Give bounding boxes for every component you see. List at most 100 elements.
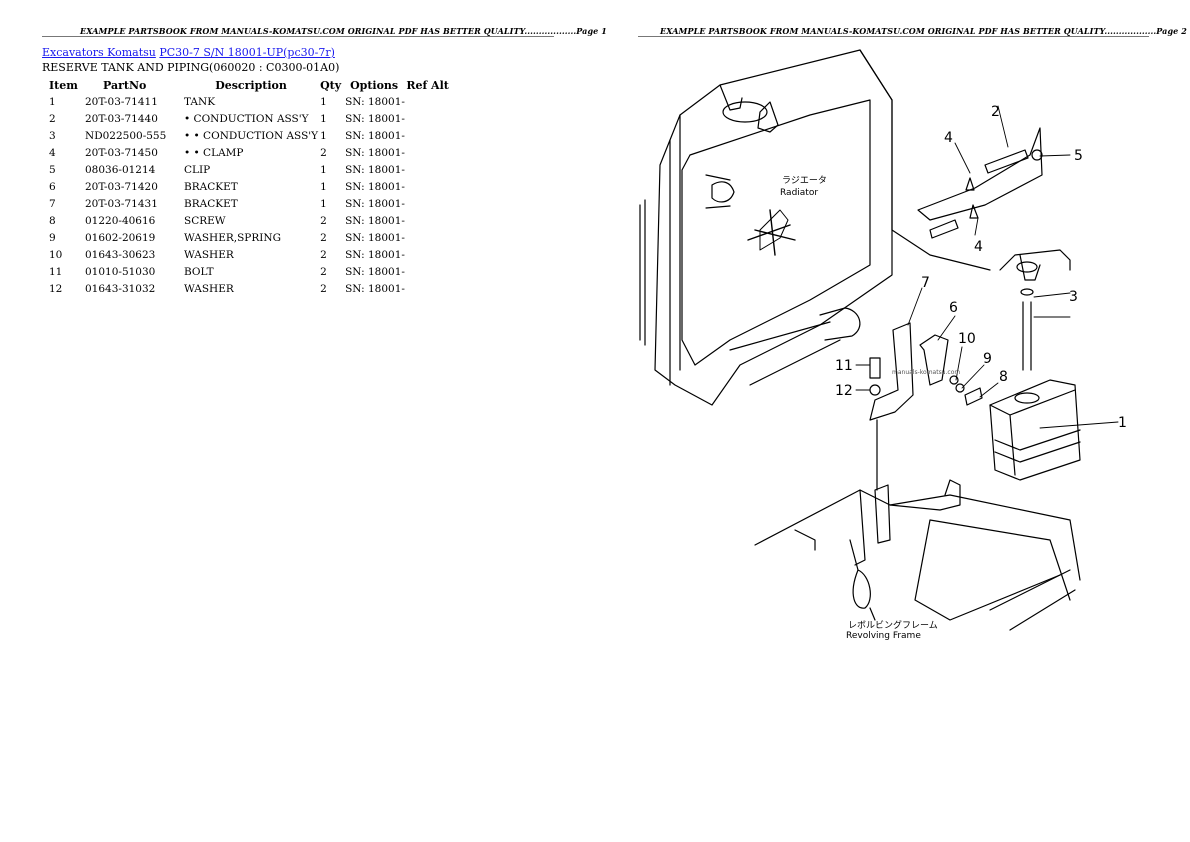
watermark-text: manuals-komatsu.com	[892, 369, 960, 376]
cell-ref-alt	[405, 212, 450, 229]
callout-6: 6	[949, 300, 958, 316]
radiator-label-en: Radiator	[780, 188, 818, 198]
cell-item: 7	[49, 197, 56, 210]
callout-1: 1	[1118, 415, 1127, 431]
cell-description: BRACKET	[184, 180, 238, 193]
cell-partno: 20T-03-71440	[85, 112, 158, 125]
cell-description: WASHER	[184, 248, 234, 261]
cell-qty: 2	[320, 146, 327, 159]
cell-description: WASHER,SPRING	[184, 231, 281, 244]
col-header-options: Options	[350, 78, 399, 92]
callout-9: 9	[983, 351, 992, 367]
col-header-partno: PartNo	[103, 78, 147, 92]
cell-qty: 2	[320, 248, 327, 261]
cell-options: SN: 18001-	[345, 95, 405, 108]
cell-ref-alt	[405, 144, 450, 161]
cell-description: • • CONDUCTION ASS'Y	[184, 129, 319, 142]
cell-item: 8	[49, 214, 56, 227]
cell-options: SN: 18001-	[345, 146, 405, 159]
callout-4a: 4	[944, 130, 953, 146]
cell-options: SN: 18001-	[345, 231, 405, 244]
header-rule-2	[638, 36, 1149, 37]
cell-item: 2	[49, 112, 56, 125]
cell-description: • CONDUCTION ASS'Y	[184, 112, 309, 125]
cell-partno: 20T-03-71450	[85, 146, 158, 159]
frame-label-jp: レボルビングフレーム	[848, 619, 938, 631]
cell-qty: 2	[320, 214, 327, 227]
cell-ref-alt	[405, 229, 450, 246]
cell-qty: 2	[320, 282, 327, 295]
cell-item: 6	[49, 180, 56, 193]
radiator-label-jp: ラジエータ	[782, 175, 827, 186]
cell-qty: 1	[320, 129, 327, 142]
page-header-1: EXAMPLE PARTSBOOK FROM MANUALS-KOMATSU.C…	[80, 26, 607, 36]
cell-options: SN: 18001-	[345, 112, 405, 125]
section-title: RESERVE TANK AND PIPING(060020 : C0300-0…	[42, 61, 340, 74]
cell-partno: 01602-20619	[85, 231, 156, 244]
cell-options: SN: 18001-	[345, 163, 405, 176]
cell-item: 1	[49, 95, 56, 108]
cell-item: 4	[49, 146, 56, 159]
leader-line	[859, 49, 991, 271]
header-rule-1	[42, 36, 554, 37]
callout-12: 12	[835, 383, 853, 399]
callout-7: 7	[921, 275, 930, 291]
cell-options: SN: 18001-	[345, 282, 405, 295]
breadcrumb-model-link[interactable]: PC30-7 S/N 18001-UP(pc30-7r)	[159, 46, 335, 59]
cell-options: SN: 18001-	[345, 129, 405, 142]
cell-description: SCREW	[184, 214, 226, 227]
page-header-2: EXAMPLE PARTSBOOK FROM MANUALS-KOMATSU.C…	[660, 26, 1187, 36]
cell-ref-alt	[405, 246, 450, 263]
callout-2: 2	[991, 104, 1000, 120]
cell-qty: 2	[320, 231, 327, 244]
cell-qty: 1	[320, 112, 327, 125]
col-header-ref-alt: Ref Alt	[406, 78, 449, 92]
cell-ref-alt	[405, 263, 450, 280]
cell-partno: 01010-51030	[85, 265, 156, 278]
table-row: 2 20T-03-71440 • CONDUCTION ASS'Y 1 SN: 1800…	[42, 110, 450, 127]
conduction-assembly-drawing	[917, 127, 1071, 371]
cell-description: • • CLAMP	[184, 146, 244, 159]
cell-qty: 1	[320, 197, 327, 210]
cell-ref-alt	[405, 127, 450, 144]
frame-label-en: Revolving Frame	[846, 631, 921, 641]
parts-table: Item PartNo Description Qty Options Ref …	[42, 77, 450, 297]
cell-item: 11	[49, 265, 63, 278]
cell-partno: 20T-03-71431	[85, 197, 158, 210]
callout-11: 11	[835, 358, 853, 374]
cell-ref-alt	[405, 195, 450, 212]
callout-8: 8	[999, 369, 1008, 385]
cell-partno: 01643-31032	[85, 282, 156, 295]
brackets-drawing	[869, 322, 983, 544]
col-header-qty: Qty	[320, 78, 342, 92]
cell-item: 3	[49, 129, 56, 142]
cell-options: SN: 18001-	[345, 180, 405, 193]
callout-leaders	[855, 105, 1119, 429]
cell-description: CLIP	[184, 163, 211, 176]
callout-labels: 1 2 3 4 4 5 6 7 8 9 10 11 12	[835, 104, 1127, 431]
cell-description: BOLT	[184, 265, 214, 278]
cell-partno: ND022500-555	[85, 129, 167, 142]
cell-qty: 1	[320, 95, 327, 108]
callout-10: 10	[958, 331, 976, 347]
cell-item: 9	[49, 231, 56, 244]
cell-qty: 2	[320, 265, 327, 278]
cell-item: 5	[49, 163, 56, 176]
cell-ref-alt	[405, 110, 450, 127]
cell-description: TANK	[184, 95, 216, 108]
breadcrumb-category-link[interactable]: Excavators Komatsu	[42, 46, 156, 59]
cell-partno: 01220-40616	[85, 214, 156, 227]
radiator-drawing	[639, 49, 893, 406]
parts-table-header: Item PartNo Description Qty Options Ref …	[42, 77, 450, 93]
callout-3: 3	[1069, 289, 1078, 305]
col-header-item: Item	[49, 78, 78, 92]
cell-description: WASHER	[184, 282, 234, 295]
